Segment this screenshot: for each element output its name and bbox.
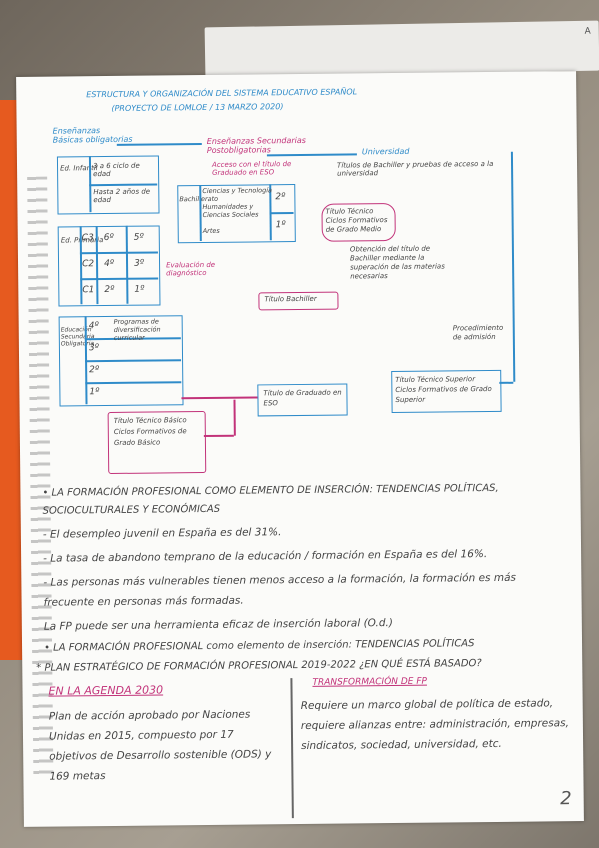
- obtencion-text: Obtención del título de Bachiller median…: [349, 244, 445, 281]
- heading-formacion: • LA FORMACIÓN PROFESIONAL COMO ELEMENTO…: [42, 482, 499, 517]
- column-divider: [290, 678, 294, 819]
- bullet-2: - La tasa de abandono temprano de la edu…: [43, 548, 488, 565]
- agenda-title: EN LA AGENDA 2030: [48, 683, 164, 698]
- infantil-row-1: 3 a 6 ciclo de edad: [92, 161, 140, 179]
- heading-plan: * PLAN ESTRATÉGICO DE FORMACIÓN PROFESIO…: [36, 658, 482, 674]
- primaria-4: 4º: [104, 258, 115, 270]
- bach-2: 2º: [275, 192, 286, 203]
- eso-3: 3º: [88, 343, 99, 354]
- universidad-label: Universidad: [361, 146, 410, 157]
- bach-item-2: Humanidades y Ciencias Sociales: [202, 202, 259, 220]
- bullet-4: La FP puede ser una herramienta eficaz d…: [43, 617, 393, 633]
- primaria-3: 3º: [133, 258, 145, 269]
- bullet-1: - El desempleo juvenil en España es del …: [42, 526, 282, 541]
- eso-2: 2º: [89, 365, 100, 376]
- transformacion-title: TRANSFORMACIÓN DE FP: [312, 676, 427, 688]
- primaria-2: 2º: [104, 284, 115, 296]
- primaria-1: 1º: [134, 284, 145, 295]
- eso-1: 1º: [89, 387, 100, 398]
- arrow-secundaria-universidad: [266, 153, 357, 156]
- page-title: ESTRUCTURA Y ORGANIZACIÓN DEL SISTEMA ED…: [86, 87, 358, 100]
- titulo-basico: Título Técnico Básico Ciclos Formativos …: [113, 416, 187, 447]
- arrow-basica-secundaria: [116, 143, 202, 146]
- primaria-6: 6º: [103, 232, 114, 244]
- evaluacion-text: Evaluación de diagnóstico: [166, 260, 216, 278]
- agenda-text: Plan de acción aprobado por Naciones Uni…: [48, 708, 272, 783]
- basica-label: Enseñanzas Básicas obligatorias: [52, 126, 133, 145]
- notebook-page: ESTRUCTURA Y ORGANIZACIÓN DEL SISTEMA ED…: [16, 71, 584, 827]
- infantil-row-2: Hasta 2 años de edad: [93, 187, 151, 205]
- titulo-graduado: Título de Graduado en ESO: [263, 388, 342, 408]
- titulo-bachiller: Título Bachiller: [264, 294, 317, 304]
- bach-item-3: Artes: [202, 226, 220, 236]
- eso-4: 4º: [88, 321, 99, 332]
- titulo-superior: Título Técnico Superior Ciclos Formativo…: [395, 375, 492, 404]
- page-subtitle: (PROYECTO DE LOMLOE / 13 MARZO 2020): [111, 102, 284, 113]
- transformacion-text: Requiere un marco global de política de …: [300, 697, 569, 753]
- paper-behind: A: [204, 20, 599, 78]
- bullet-3: - Las personas más vulnerables tienen me…: [43, 571, 517, 609]
- titulo-tecnico: Título Técnico Ciclos Formativos de Grad…: [325, 207, 388, 234]
- primaria-side-c1: C1: [82, 285, 95, 296]
- eso-note: Programas de diversificación curricular: [113, 317, 161, 342]
- bach-1: 1º: [275, 220, 286, 231]
- titulos-bach-text: Títulos de Bachiller y pruebas de acceso…: [336, 159, 494, 178]
- primaria-side-c2: C2: [82, 259, 95, 270]
- acceso-bach-text: Acceso con el título de Graduado en ESO: [211, 160, 292, 177]
- page-number: 2: [560, 788, 572, 810]
- primaria-5: 5º: [133, 232, 144, 243]
- bach-item-1: Ciencias y Tecnología: [202, 186, 273, 196]
- primaria-side-c3: C3: [81, 233, 94, 244]
- secundaria-label: Enseñanzas Secundarias Postobligatorias: [206, 135, 306, 155]
- eso-col-label: Educación Secundaria Obligatoria: [60, 326, 95, 348]
- procedimiento-text: Procedimiento de admisión: [452, 323, 504, 342]
